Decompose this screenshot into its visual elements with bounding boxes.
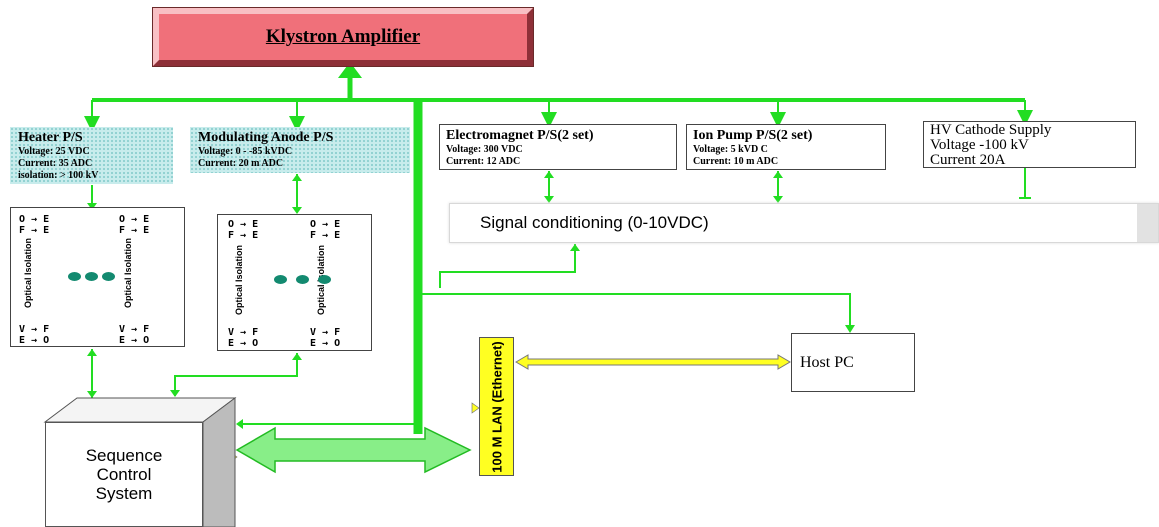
- sequence-control-line-2: Control: [96, 465, 152, 484]
- klystron-label: Klystron Amplifier: [265, 26, 421, 47]
- opt2-bottom-right-label-e: E → O: [310, 338, 341, 349]
- mod-anode-ps-current: Current: 20 m ADC: [198, 158, 284, 169]
- opt1-indicator-dot: [85, 272, 98, 281]
- electromagnet-ps-voltage: Voltage: 300 VDC: [446, 144, 523, 155]
- klystron-amplifier-box: Klystron Amplifier: [153, 8, 533, 66]
- opt2-indicator-dot: [296, 275, 309, 284]
- trunk-to-host: [422, 293, 851, 330]
- lan-host-double-arrow: [515, 354, 791, 370]
- opt1-vertical-label-right: Optical Isolation: [123, 237, 134, 309]
- opt1-indicator-dot: [102, 272, 115, 281]
- opt2-bottom-left-label-v: V → F: [228, 327, 259, 338]
- opt1-vertical-label-left: Optical Isolation: [23, 237, 34, 309]
- mod-anode-ps-box: Modulating Anode P/S Voltage: 0 - -85 kV…: [190, 127, 410, 173]
- signal-to-trunk: [439, 244, 576, 288]
- opt2-to-seq: [174, 353, 298, 396]
- mod-anode-ps-title: Modulating Anode P/S: [198, 130, 334, 145]
- opt1-top-left-label-f: F → E: [19, 225, 50, 236]
- host-pc-label: Host PC: [800, 353, 854, 371]
- optical-isolation-module-2: O → E F → E O → E F → E Optical Isolatio…: [217, 214, 372, 351]
- opt2-top-right-label-f: F → E: [310, 230, 341, 241]
- opt1-bottom-right-label-v: V → F: [119, 324, 150, 335]
- electromagnet-ps-title: Electromagnet P/S(2 set): [446, 128, 594, 143]
- hv-cathode-voltage: Voltage -100 kV: [930, 137, 1029, 153]
- opt1-bottom-right-label-e: E → O: [119, 335, 150, 346]
- opt1-bottom-left-label-e: E → O: [19, 335, 50, 346]
- opt2-bottom-right-label-v: V → F: [310, 327, 341, 338]
- opt2-indicator-dot: [274, 275, 287, 284]
- lan-label: 100 M LAN (Ethernet): [489, 340, 504, 473]
- heater-ps-current: Current: 35 ADC: [18, 158, 93, 169]
- ion-pump-ps-current: Current: 10 m ADC: [693, 156, 779, 167]
- opt1-top-right-label-f: F → E: [119, 225, 150, 236]
- opt1-indicator-dot: [68, 272, 81, 281]
- sequence-control-system-box: Sequence Control System: [45, 422, 203, 527]
- mod-anode-ps-voltage: Voltage: 0 - -85 kVDC: [198, 146, 293, 157]
- signal-conditioning-label: Signal conditioning (0-10VDC): [480, 213, 709, 232]
- opt2-top-right-label-o: O → E: [310, 219, 341, 230]
- hv-cathode-current: Current 20A: [930, 152, 1006, 168]
- heater-ps-isolation: isolation: > 100 kV: [18, 170, 99, 181]
- heater-ps-box: Heater P/S Voltage: 25 VDC Current: 35 A…: [10, 127, 173, 184]
- host-pc-box: Host PC: [791, 333, 915, 392]
- ion-pump-ps-title: Ion Pump P/S(2 set): [693, 128, 813, 143]
- opt1-top-left-label-o: O → E: [19, 214, 50, 225]
- opt2-indicator-dot: [318, 275, 331, 284]
- klystron-arrowhead: [338, 62, 362, 78]
- sequence-control-line-1: Sequence: [85, 446, 163, 465]
- optical-isolation-module-1: O → E F → E O → E F → E Optical Isolatio…: [10, 207, 185, 347]
- ion-pump-ps-box: Ion Pump P/S(2 set) Voltage: 5 kVD C Cur…: [686, 124, 886, 170]
- electromagnet-ps-current: Current: 12 ADC: [446, 156, 521, 167]
- hv-cathode-supply-box: HV Cathode Supply Voltage -100 kV Curren…: [923, 121, 1136, 168]
- opt2-top-left-label-o: O → E: [228, 219, 259, 230]
- signal-conditioning-box: Signal conditioning (0-10VDC): [449, 203, 1159, 243]
- opt1-top-right-label-o: O → E: [119, 214, 150, 225]
- electromagnet-ps-box: Electromagnet P/S(2 set) Voltage: 300 VD…: [439, 124, 677, 170]
- seq-lan-double-arrow: [235, 426, 472, 474]
- heater-ps-voltage: Voltage: 25 VDC: [18, 146, 90, 157]
- seq-cube-side: [202, 397, 236, 527]
- heater-ps-title: Heater P/S: [18, 130, 83, 145]
- opt2-top-left-label-f: F → E: [228, 230, 259, 241]
- hv-cathode-title: HV Cathode Supply: [930, 122, 1052, 138]
- seq-cube-top: [43, 397, 237, 423]
- opt2-vertical-label-left: Optical Isolation: [234, 244, 245, 316]
- lan-ethernet-box: 100 M LAN (Ethernet): [479, 337, 514, 476]
- opt2-bottom-left-label-e: E → O: [228, 338, 259, 349]
- sequence-control-line-3: System: [95, 484, 153, 503]
- ion-pump-ps-voltage: Voltage: 5 kVD C: [693, 144, 768, 155]
- opt1-bottom-left-label-v: V → F: [19, 324, 50, 335]
